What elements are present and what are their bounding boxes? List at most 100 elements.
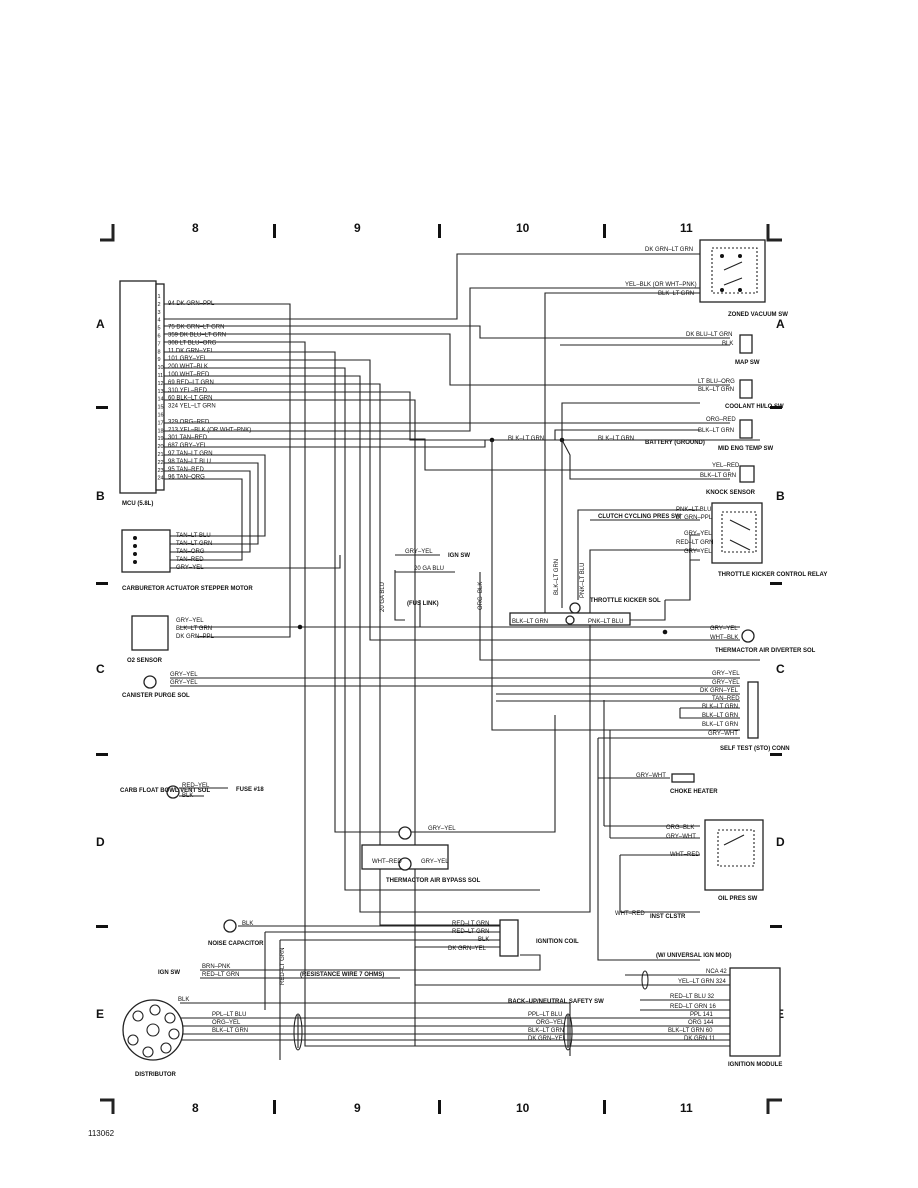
- coolant-switch: [739, 379, 753, 399]
- wire-label: RED–LT GRN: [280, 948, 286, 985]
- wire-label: BLK–LT GRN: [702, 704, 738, 710]
- oil-pres-label: OIL PRES SW: [718, 896, 758, 902]
- knock-sensor: [739, 465, 755, 483]
- col-label-11-bottom: 11: [680, 1101, 693, 1115]
- wire-label: BLK–LT GRN: [554, 559, 560, 595]
- mcu-pin-wire-label: 98 TAN–LT BLU: [168, 459, 211, 465]
- wire-label: BLK: [242, 921, 253, 927]
- wire-label: GRY–YEL: [712, 671, 740, 677]
- mcu-pin-wire-label: 75 DK GRN–LT GRN: [168, 325, 224, 331]
- row-label-e: E: [96, 1007, 104, 1021]
- wire-label: GRY–WHT: [666, 834, 696, 840]
- wire-label: DK GRN 11: [684, 1036, 716, 1042]
- wire-label: TAN–ORG: [176, 549, 205, 555]
- mcu-pin-wire-label: 95 TAN–RED: [168, 467, 204, 473]
- wire-label: DK GRN–LT GRN: [645, 247, 693, 253]
- wire-label: PNK–LT BLU: [588, 619, 623, 625]
- mcu-pin-number: 3: [158, 310, 161, 316]
- figure-id: 113062: [88, 1129, 115, 1138]
- wire-label: PPL–LT BLU: [528, 1012, 562, 1018]
- wire-label: GRY–YEL: [176, 618, 204, 624]
- carb-actuator-label: CARBURETOR ACTUATOR STEPPER MOTOR: [122, 586, 253, 592]
- wire-label: DK GRN–YEL: [448, 946, 487, 952]
- mcu-pin-number: 18: [158, 428, 164, 434]
- mcu-pin-number: 1: [158, 294, 161, 300]
- mcu-pin-wire-label: 310 YEL–RED: [168, 388, 208, 394]
- row-label-a-right: A: [776, 317, 785, 331]
- wire-label: DK GRN–YEL: [700, 688, 739, 694]
- wire-label: PNK–LT BLU: [676, 507, 711, 513]
- wire-label: 20 GA BLU: [380, 582, 386, 612]
- wires: [164, 253, 760, 1060]
- wire-label: YEL–LT GRN 324: [678, 979, 726, 985]
- mcu-pin-wire-label: 97 TAN–LT GRN: [168, 451, 213, 457]
- inst-clstr-label: INST CLSTR: [650, 914, 686, 920]
- wire-label: WHT–RED: [372, 859, 402, 865]
- ignition-module: [729, 967, 781, 1057]
- mcu-pin-number: 11: [158, 373, 164, 379]
- throttle-kicker-sol: [569, 602, 581, 614]
- o2-sensor: [131, 615, 169, 651]
- mcu-label: MCU (5.8L): [122, 501, 153, 507]
- wire-label: GRY–YEL: [170, 672, 198, 678]
- mcu-pin-wire-label: 200 WHT–BLK: [168, 364, 208, 370]
- carb-float-sol: [166, 785, 180, 799]
- wire-label: RED–LT GRN: [452, 929, 489, 935]
- mcu-pin-number: 8: [158, 349, 161, 355]
- mcu-pin-number: 24: [158, 476, 164, 482]
- mcu-pin-number: 22: [158, 460, 164, 466]
- wire-label: ORG–BLK: [478, 582, 484, 610]
- mcu-pin-wire-label: 69 RED–LT GRN: [168, 380, 214, 386]
- wire-label: BRN–PNK: [202, 964, 230, 970]
- wire-label: BLK–LT GRN: [698, 428, 734, 434]
- zoned-vacuum-switch: [699, 239, 766, 303]
- mcu-pin-wire-label: 301 TAN–RED: [168, 435, 208, 441]
- mcu-pin-number: 15: [158, 405, 164, 411]
- wire-label: ORG–RED: [706, 417, 736, 423]
- row-label-b: B: [96, 489, 105, 503]
- throttle-kicker-sol-label: THROTTLE KICKER SOL: [590, 598, 661, 604]
- wire-label: BLK–LT GRN 60: [668, 1028, 713, 1034]
- mcu-pin-wire-label: 329 ORG–RED: [168, 419, 210, 425]
- mcu-pin-number: 6: [158, 334, 161, 340]
- wire-label: RED–LT BLU 32: [670, 994, 715, 1000]
- o2-sensor-label: O2 SENSOR: [127, 658, 163, 664]
- universal-label: (W/ UNIVERSAL IGN MOD): [656, 953, 732, 959]
- wire-labels: DK GRN–LT GRN YEL–BLK (OR WHT–PNK) BLK–L…: [170, 247, 740, 1042]
- coolant-label: COOLANT HI/LO SW: [725, 404, 784, 410]
- wire-label: WHT–BLK: [710, 635, 738, 641]
- wire-label: TAN–RED: [712, 696, 740, 702]
- wire-label: RED–LT GRN: [452, 921, 489, 927]
- col-label-8-bottom: 8: [192, 1101, 199, 1115]
- col-label-11: 11: [680, 221, 693, 235]
- wire-label: NCA 42: [706, 969, 727, 975]
- mcu-pin-number: 23: [158, 468, 164, 474]
- wire-label: YEL–BLK (OR WHT–PNK): [625, 282, 697, 288]
- wire-label: BLK–LT GRN: [700, 473, 736, 479]
- noise-capacitor: [223, 919, 237, 933]
- carb-float-label: CARB FLOAT BOWL VENT SOL: [120, 788, 210, 794]
- wire-label: GRY–YEL: [712, 680, 740, 686]
- thermactor-bypass-sol-upper: [398, 826, 412, 840]
- self-test-connector: [747, 681, 759, 739]
- ign-sw-label: IGN SW: [448, 553, 470, 559]
- wire-label: BLK: [478, 937, 489, 943]
- wire-label: ORG–YEL: [536, 1020, 565, 1026]
- mcu-pin-number: 2: [158, 302, 161, 308]
- col-label-10-bottom: 10: [516, 1101, 530, 1115]
- mcu-pin-number: 9: [158, 357, 161, 363]
- zoned-vacuum-label: ZONED VACUUM SW: [728, 312, 788, 318]
- wire-label: GRY–YEL: [428, 826, 456, 832]
- mcu-pin-number: 16: [158, 413, 164, 419]
- col-label-10: 10: [516, 221, 530, 235]
- ign-sw-left-label: IGN SW: [158, 970, 180, 976]
- wire-label: ORG 144: [688, 1020, 714, 1026]
- wire-label: BLK: [178, 997, 189, 1003]
- wire-label: DK GRN–YEL: [528, 1036, 567, 1042]
- wire-label: BLK–LT GRN: [508, 436, 544, 442]
- resistance-label: (RESISTANCE WIRE 7 OHMS): [300, 972, 384, 978]
- thermactor-bypass-label: THERMACTOR AIR BYPASS SOL: [386, 878, 481, 884]
- carb-float-wires: [179, 787, 228, 797]
